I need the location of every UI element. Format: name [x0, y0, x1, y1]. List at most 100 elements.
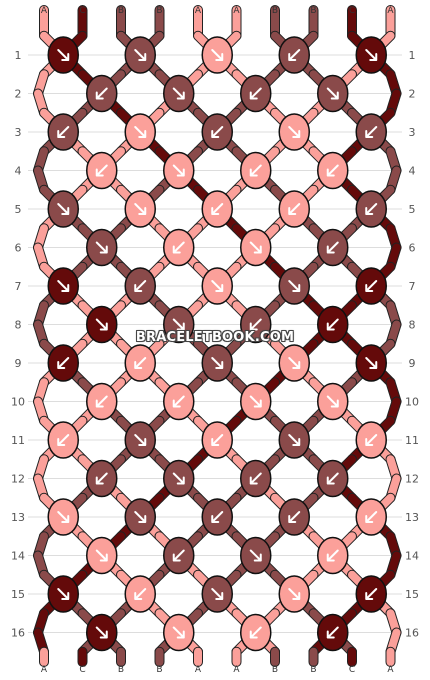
row-number-right: 9 [409, 357, 416, 370]
knot-arrow-icon [57, 357, 70, 369]
knot-arrow-icon [134, 357, 147, 369]
row-number-left: 6 [15, 242, 22, 255]
row-number-right: 8 [409, 319, 416, 332]
row-number-left: 4 [15, 165, 22, 178]
row-number-left: 16 [11, 627, 25, 640]
row-number-left: 14 [11, 550, 25, 563]
arrow-path [134, 588, 147, 600]
knot-arrow-icon [172, 549, 185, 562]
strand-label-top: C [349, 6, 355, 16]
arrow-path [95, 472, 108, 485]
arrow-path [211, 588, 224, 600]
arrow-path [249, 241, 262, 254]
arrow-path [365, 434, 378, 446]
strand-label-bottom: C [349, 665, 355, 675]
strand-label-bottom: A [41, 665, 48, 675]
arrow-path [365, 511, 378, 523]
row-number-right: 5 [409, 203, 416, 216]
knot-arrow-icon [326, 164, 339, 177]
arrow-path [249, 549, 262, 562]
knot-arrow-icon [365, 357, 378, 369]
knot-arrow-icon [172, 318, 185, 331]
arrow-path [57, 203, 70, 215]
knot-arrow-icon [134, 434, 147, 446]
row-number-left: 12 [11, 473, 25, 486]
knot-arrow-icon [365, 588, 378, 600]
strand-label-bottom: B [310, 665, 316, 675]
row-number-left: 15 [11, 588, 25, 601]
arrow-path [365, 49, 378, 61]
knot-arrow-icon [95, 164, 108, 177]
row-number-right: 10 [405, 396, 419, 409]
knot-arrow-icon [172, 472, 185, 485]
arrow-path [211, 280, 224, 292]
row-number-right: 11 [405, 434, 419, 447]
strand-label-bottom: A [195, 665, 202, 675]
strand-label-top: C [79, 6, 85, 16]
row-number-left: 8 [15, 319, 22, 332]
arrow-path [172, 318, 185, 331]
row-number-left: 2 [15, 88, 22, 101]
knot-arrow-icon [249, 87, 262, 100]
row-number-right: 7 [409, 280, 416, 293]
arrow-path [365, 588, 378, 600]
knot-arrow-icon [365, 49, 378, 61]
arrow-path [134, 434, 147, 446]
strand-label-top: B [272, 6, 278, 16]
arrow-path [365, 203, 378, 215]
knot-arrow-icon [95, 318, 108, 331]
arrow-path [95, 626, 108, 639]
arrow-path [288, 280, 301, 292]
strand-label-top: A [41, 6, 48, 16]
arrow-path [57, 126, 70, 138]
arrow-path [95, 318, 108, 331]
arrow-path [95, 241, 108, 254]
knot-arrow-icon [326, 626, 339, 639]
arrow-path [211, 511, 224, 523]
strand-label-top: B [310, 6, 316, 16]
knot-arrow-icon [172, 87, 185, 100]
knot-arrow-icon [211, 49, 224, 61]
knot-arrow-icon [134, 126, 147, 138]
knot-arrow-icon [57, 126, 70, 138]
arrow-path [326, 318, 339, 331]
arrow-path [172, 472, 185, 485]
arrow-path [326, 164, 339, 177]
strand-label-top: A [387, 6, 394, 16]
row-number-left: 10 [11, 396, 25, 409]
knot-arrow-icon [57, 49, 70, 61]
arrow-path [326, 241, 339, 254]
arrow-path [57, 511, 70, 523]
knot-arrow-icon [365, 126, 378, 138]
knot-arrow-icon [288, 434, 301, 446]
knot-arrow-icon [326, 87, 339, 100]
knot-arrow-icon [326, 472, 339, 485]
knot-arrow-icon [95, 472, 108, 485]
knots [47, 36, 387, 652]
strand-label-bottom: B [272, 665, 278, 675]
arrow-path [288, 126, 301, 138]
arrow-path [134, 357, 147, 369]
knot-arrow-icon [365, 280, 378, 292]
row-number-left: 3 [15, 126, 22, 139]
knot-arrow-icon [288, 203, 301, 215]
knot-arrow-icon [365, 203, 378, 215]
arrow-path [326, 87, 339, 100]
arrow-path [57, 49, 70, 61]
row-number-left: 1 [15, 49, 22, 62]
strand-label-bottom: A [233, 665, 240, 675]
row-number-right: 6 [409, 242, 416, 255]
knot-arrow-icon [134, 511, 147, 523]
row-number-right: 2 [409, 88, 416, 101]
arrow-path [57, 588, 70, 600]
knot-arrow-icon [211, 434, 224, 446]
knot-arrow-icon [211, 357, 224, 369]
row-number-left: 5 [15, 203, 22, 216]
knot-arrow-icon [211, 588, 224, 600]
arrow-path [57, 434, 70, 446]
knot-arrow-icon [288, 511, 301, 523]
knot-arrow-icon [288, 357, 301, 369]
arrow-path [57, 280, 70, 292]
arrow-path [95, 87, 108, 100]
